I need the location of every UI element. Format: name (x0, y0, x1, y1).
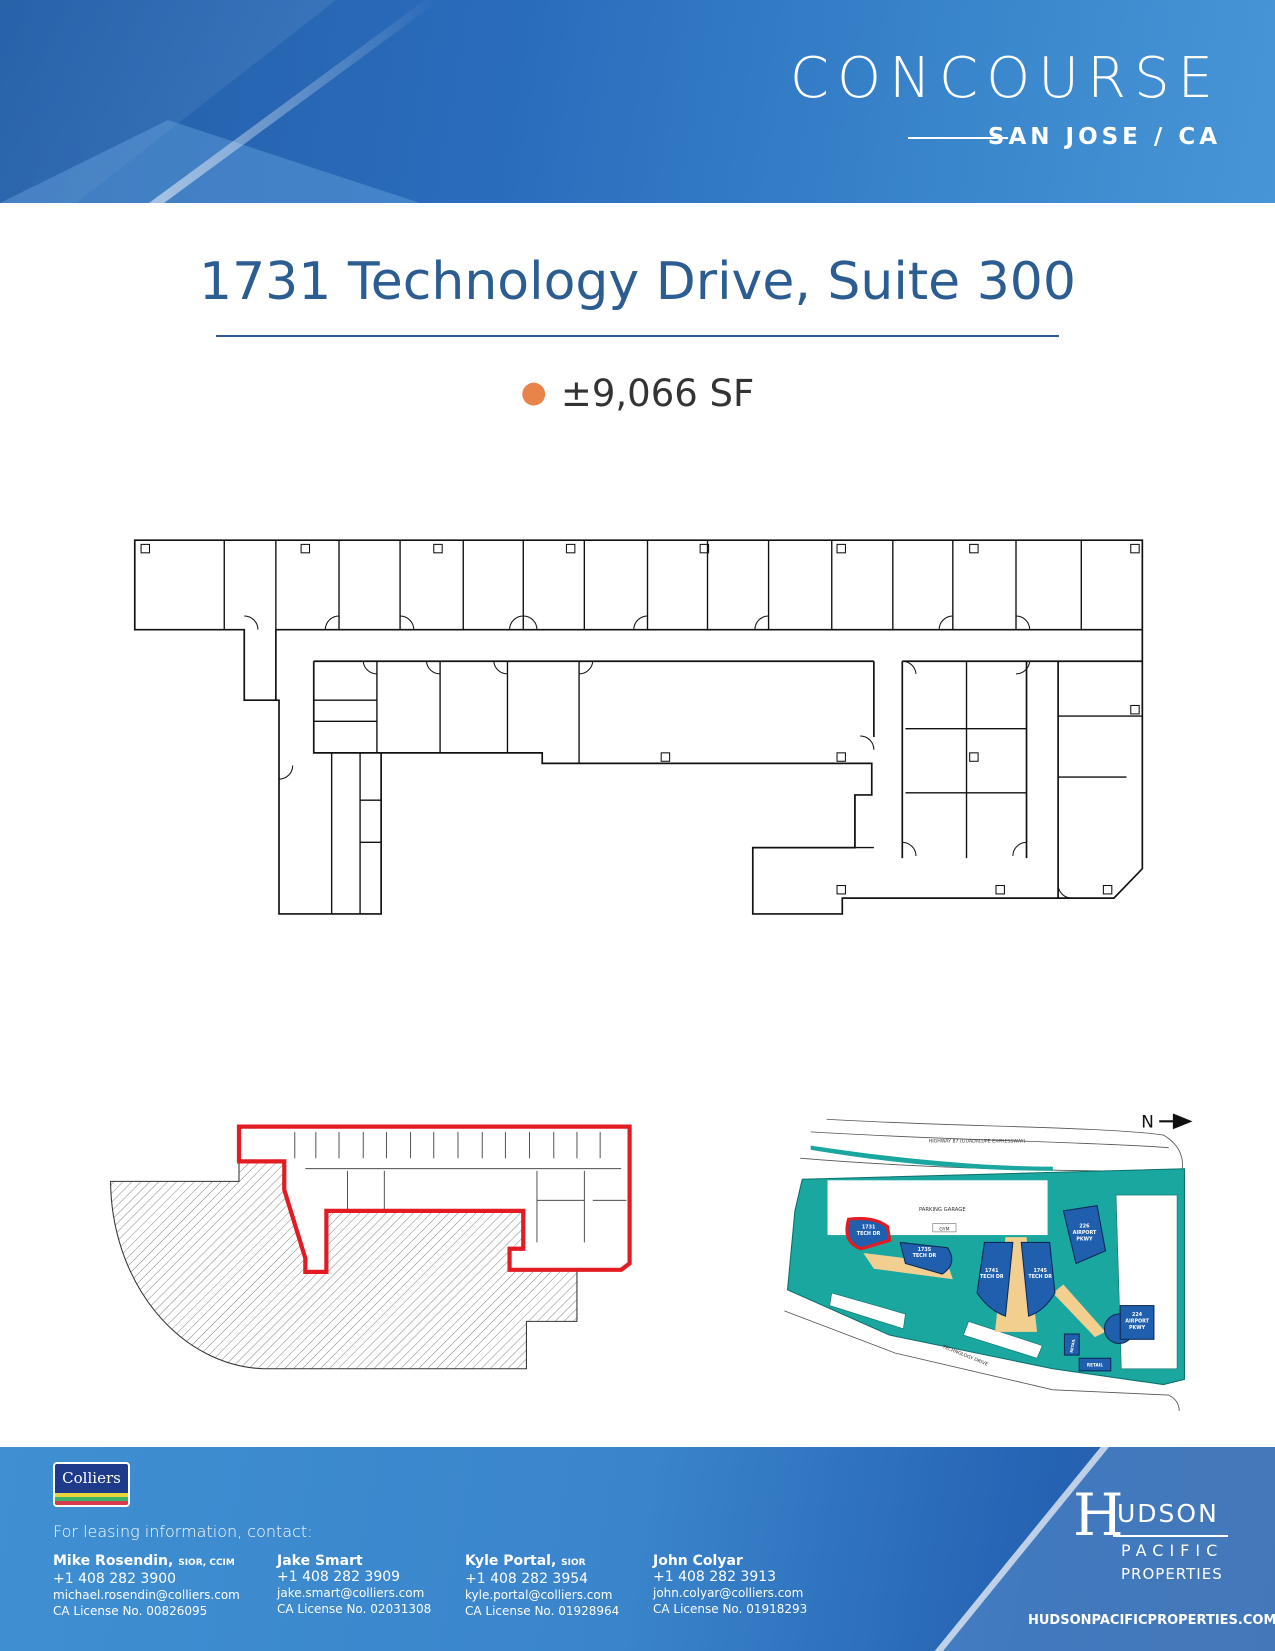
contact-card: Kyle Portal, SIOR +1 408 282 3954 kyle.p… (465, 1553, 619, 1619)
building-label: TECH DR (1028, 1274, 1052, 1280)
retail-2 (1078, 1357, 1112, 1372)
retail-label: RETAIL (1070, 1338, 1077, 1353)
office-walls (223, 540, 1143, 914)
contact-name: John Colyar (653, 1553, 743, 1569)
contact-name: Kyle Portal, (465, 1553, 557, 1569)
street-edge (784, 1310, 1180, 1411)
contact-email[interactable]: kyle.portal@colliers.com (465, 1588, 613, 1602)
contact-credentials: SIOR, CCIM (178, 1558, 235, 1568)
page-title: 1731 Technology Drive, Suite 300 (199, 252, 1076, 312)
building-label: AIRPORT (1125, 1318, 1149, 1324)
logo-rule (1113, 1535, 1228, 1537)
site-map: PARKING GARAGE GYM HIGHWAY 87 (GUADALUPE… (784, 1112, 1193, 1411)
location: SAN JOSE / CA (987, 124, 1221, 150)
building-label: PKWY (1129, 1325, 1146, 1331)
contact-name: Mike Rosendin, (53, 1553, 174, 1569)
website-link[interactable]: HUDSONPACIFICPROPERTIES.COM (1028, 1613, 1275, 1628)
highway-label: HIGHWAY 87 (GUADALUPE EXPRESSWAY) (929, 1138, 1026, 1144)
north-label: N (1141, 1112, 1154, 1132)
contact-license: CA License No. 01918293 (653, 1602, 808, 1616)
colliers-logo-text: Colliers (62, 1469, 121, 1487)
floor-plan-outline (133, 539, 1144, 915)
retail-label: RETAIL (1087, 1363, 1103, 1368)
divider (908, 137, 1008, 139)
contact-email[interactable]: jake.smart@colliers.com (277, 1586, 425, 1600)
building-label: 1735 (918, 1247, 932, 1253)
hudson-pacific-logo[interactable]: H UDSON PACIFIC PROPERTIES (1073, 1485, 1233, 1605)
building-1735 (899, 1241, 953, 1275)
contact-credentials: SIOR (561, 1558, 586, 1568)
contact-card: Jake Smart +1 408 282 3909 jake.smart@co… (277, 1553, 431, 1617)
contact-card: John Colyar +1 408 282 3913 john.colyar@… (653, 1553, 807, 1617)
logo-pacific: PACIFIC (1121, 1541, 1224, 1560)
building-label: 1741 (985, 1268, 999, 1274)
garage-label: PARKING GARAGE (919, 1207, 966, 1213)
building-label: 1745 (1033, 1268, 1047, 1274)
building-label: 226 (1079, 1224, 1090, 1230)
gym-label: GYM (939, 1226, 949, 1232)
contact-license: CA License No. 00826095 (53, 1604, 208, 1618)
size-value: ±9,066 SF (560, 372, 755, 415)
key-plan (110, 1124, 632, 1370)
colliers-logo[interactable]: Colliers (53, 1462, 130, 1507)
highway-median (810, 1145, 1053, 1171)
building-226 (1062, 1204, 1107, 1265)
contact-phone[interactable]: +1 408 282 3909 (277, 1569, 401, 1585)
header-banner: CONCOURSE SAN JOSE / CA (0, 0, 1275, 203)
north-arrow-icon (1159, 1113, 1193, 1130)
building-1745 (1020, 1241, 1056, 1317)
building-label: TECH DR (980, 1274, 1004, 1280)
title-underline (216, 335, 1059, 337)
contact-phone[interactable]: +1 408 282 3900 (53, 1571, 177, 1587)
corridor-wall (275, 628, 1143, 899)
logo-properties: PROPERTIES (1121, 1565, 1223, 1583)
door-swings (244, 615, 1072, 899)
contact-license: CA License No. 01928964 (465, 1604, 620, 1618)
keyplan-offices (294, 1131, 627, 1243)
square-footage: ● ±9,066 SF (0, 372, 1275, 415)
footer: Colliers For leasing information, contac… (0, 1447, 1275, 1651)
building-label: TECH DR (913, 1253, 937, 1259)
building-224 (1119, 1305, 1155, 1340)
parking-area (829, 1194, 1178, 1370)
contact-email[interactable]: john.colyar@colliers.com (653, 1586, 804, 1600)
contact-phone[interactable]: +1 408 282 3954 (465, 1571, 589, 1587)
building-label: TECH DR (857, 1231, 881, 1237)
building-1731 (845, 1216, 892, 1251)
building-label: 224 (1132, 1312, 1143, 1318)
building-label: 1731 (862, 1225, 876, 1231)
contact-license: CA License No. 02031308 (277, 1602, 432, 1616)
other-tenant-area (110, 1160, 578, 1370)
building-label: PKWY (1076, 1236, 1093, 1242)
floor-plan (133, 539, 1144, 915)
building-1741 (976, 1241, 1014, 1317)
bullet-icon: ● (520, 375, 547, 410)
retail-1 (1063, 1333, 1080, 1356)
contact-phone[interactable]: +1 408 282 3913 (653, 1569, 777, 1585)
suite-highlight (236, 1124, 632, 1275)
logo-udson: UDSON (1117, 1499, 1219, 1528)
gym (932, 1223, 957, 1233)
brand-title: CONCOURSE (789, 46, 1221, 111)
contact-card: Mike Rosendin, SIOR, CCIM +1 408 282 390… (53, 1553, 240, 1619)
building-label: AIRPORT (1073, 1230, 1097, 1236)
contact-lead: For leasing information, contact: (53, 1522, 313, 1541)
highway-road (800, 1118, 1183, 1173)
column-markers (140, 543, 1140, 895)
contact-email[interactable]: michael.rosendin@colliers.com (53, 1588, 240, 1602)
contact-name: Jake Smart (277, 1553, 363, 1569)
